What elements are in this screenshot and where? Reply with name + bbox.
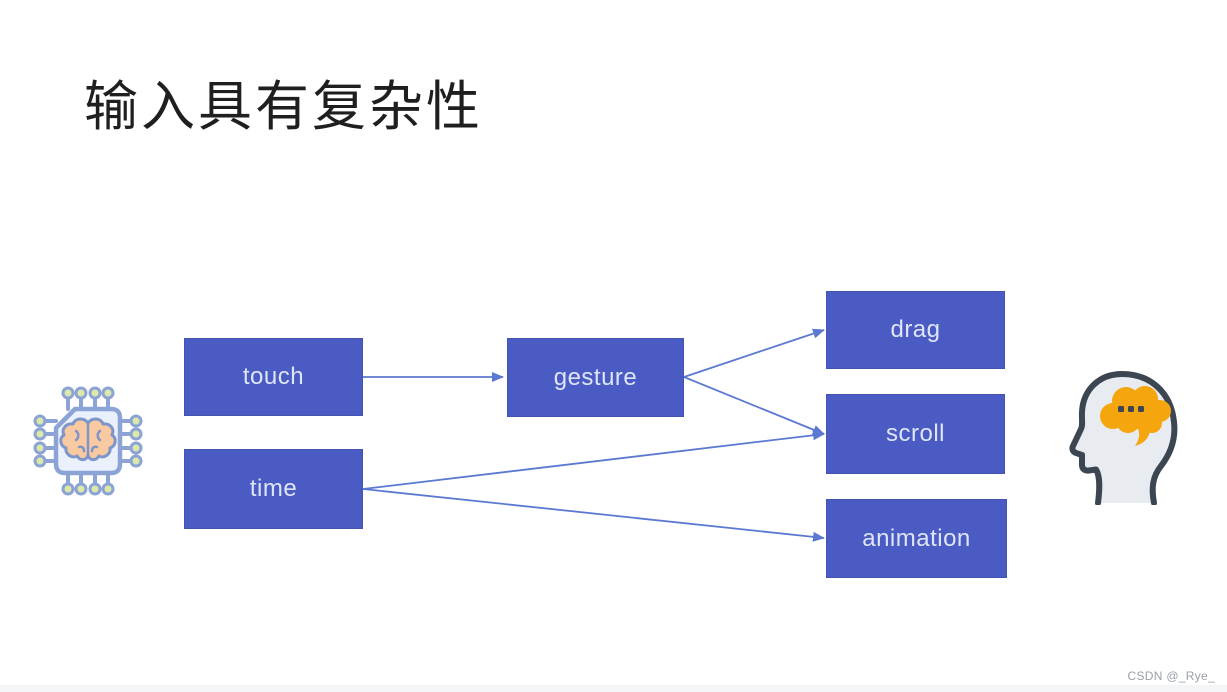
edge-gesture-to-drag [683,328,825,378]
head-thought-cloud-icon [1069,371,1178,505]
watermark: CSDN @_Rye_ [1127,669,1215,683]
slide-title: 输入具有复杂性 [84,77,483,137]
edge-time-to-animation [362,488,825,542]
node-gesture: gesture [507,338,684,417]
bottom-strip [0,685,1227,692]
edge-time-to-scroll [362,430,825,490]
node-animation: animation [826,499,1007,578]
node-scroll: scroll [826,394,1005,474]
node-touch: touch [184,338,363,416]
chip-brain-icon [33,386,143,496]
edge-gesture-to-scroll [683,376,825,435]
node-drag: drag [826,291,1005,369]
node-time: time [184,449,363,529]
